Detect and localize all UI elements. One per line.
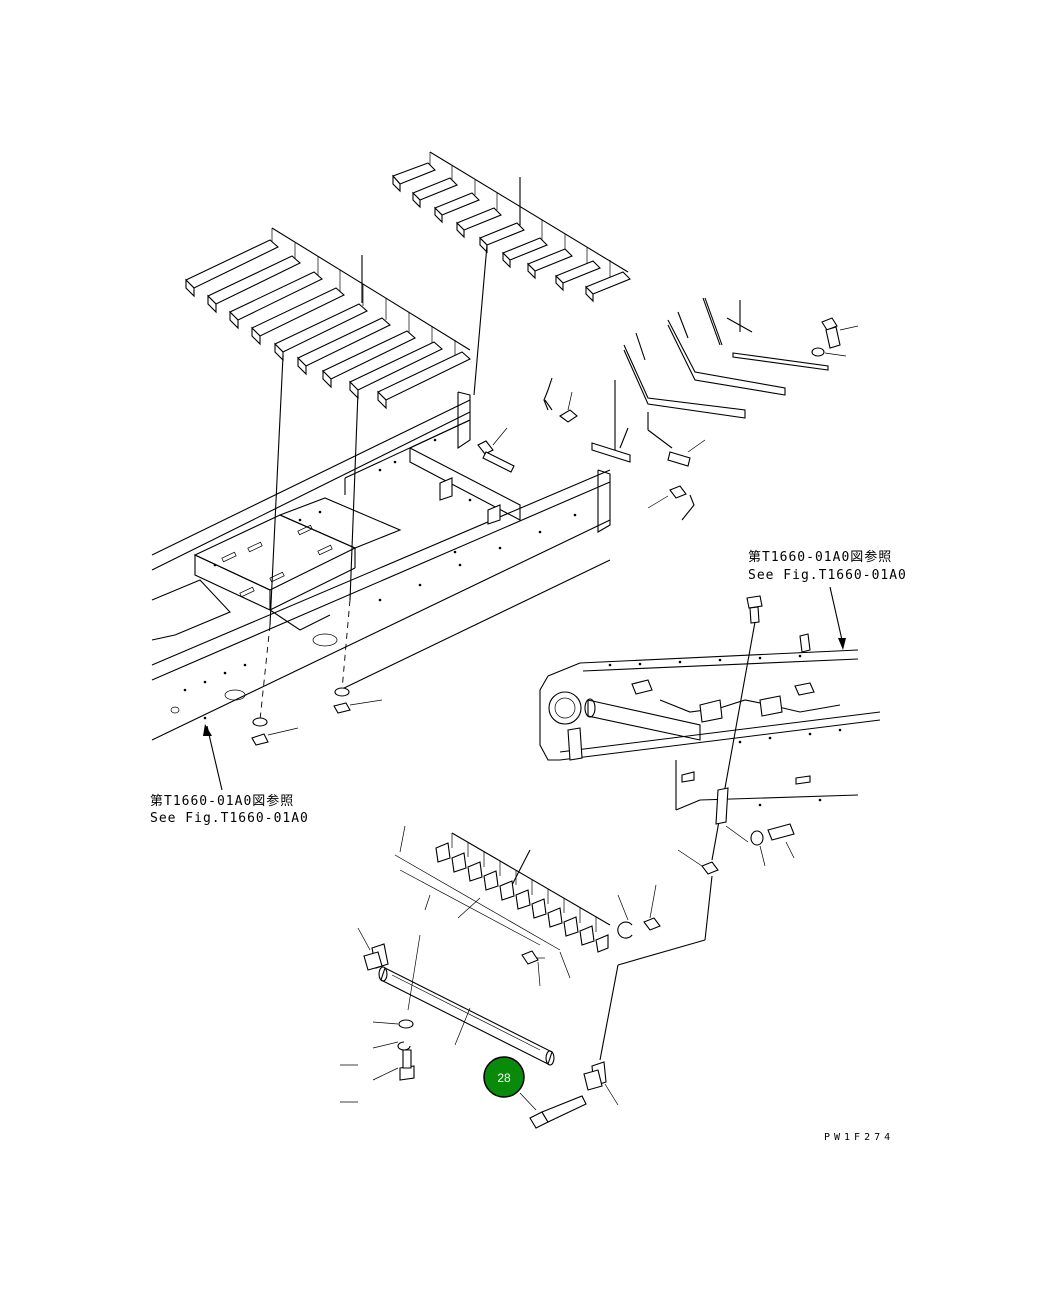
reference-en: See Fig.T1660-01A0 bbox=[748, 568, 907, 583]
right-chassis-frame bbox=[539, 586, 881, 811]
upper-right-hardware bbox=[477, 297, 859, 521]
reference-jp: 第T1660-01A0図参照 bbox=[150, 793, 294, 809]
callout-badge-28[interactable]: 28 bbox=[483, 1056, 525, 1098]
reference-jp: 第T1660-01A0図参照 bbox=[748, 549, 892, 565]
leader-line bbox=[473, 244, 488, 396]
upper-pad-row bbox=[392, 151, 631, 303]
drawing-code: PW1F274 bbox=[824, 1132, 894, 1143]
callout-label: 28 bbox=[497, 1071, 511, 1085]
reference-note-upper-right: 第T1660-01A0図参照 See Fig.T1660-01A0 bbox=[748, 549, 907, 583]
hinge-rod-assembly bbox=[340, 927, 619, 1129]
clamp-row bbox=[394, 825, 611, 979]
frame-mounting-hardware bbox=[251, 687, 383, 746]
snap-ring-nut bbox=[617, 884, 661, 939]
reference-note-lower-left: 第T1660-01A0図参照 See Fig.T1660-01A0 bbox=[150, 793, 309, 826]
reference-arrow bbox=[206, 725, 223, 791]
left-pad-row bbox=[185, 227, 471, 410]
callout-circle[interactable] bbox=[483, 1056, 525, 1098]
reference-en: See Fig.T1660-01A0 bbox=[150, 811, 309, 826]
washer-bolt bbox=[725, 823, 795, 867]
long-bolt bbox=[599, 595, 763, 1061]
left-chassis-frame bbox=[151, 391, 611, 741]
